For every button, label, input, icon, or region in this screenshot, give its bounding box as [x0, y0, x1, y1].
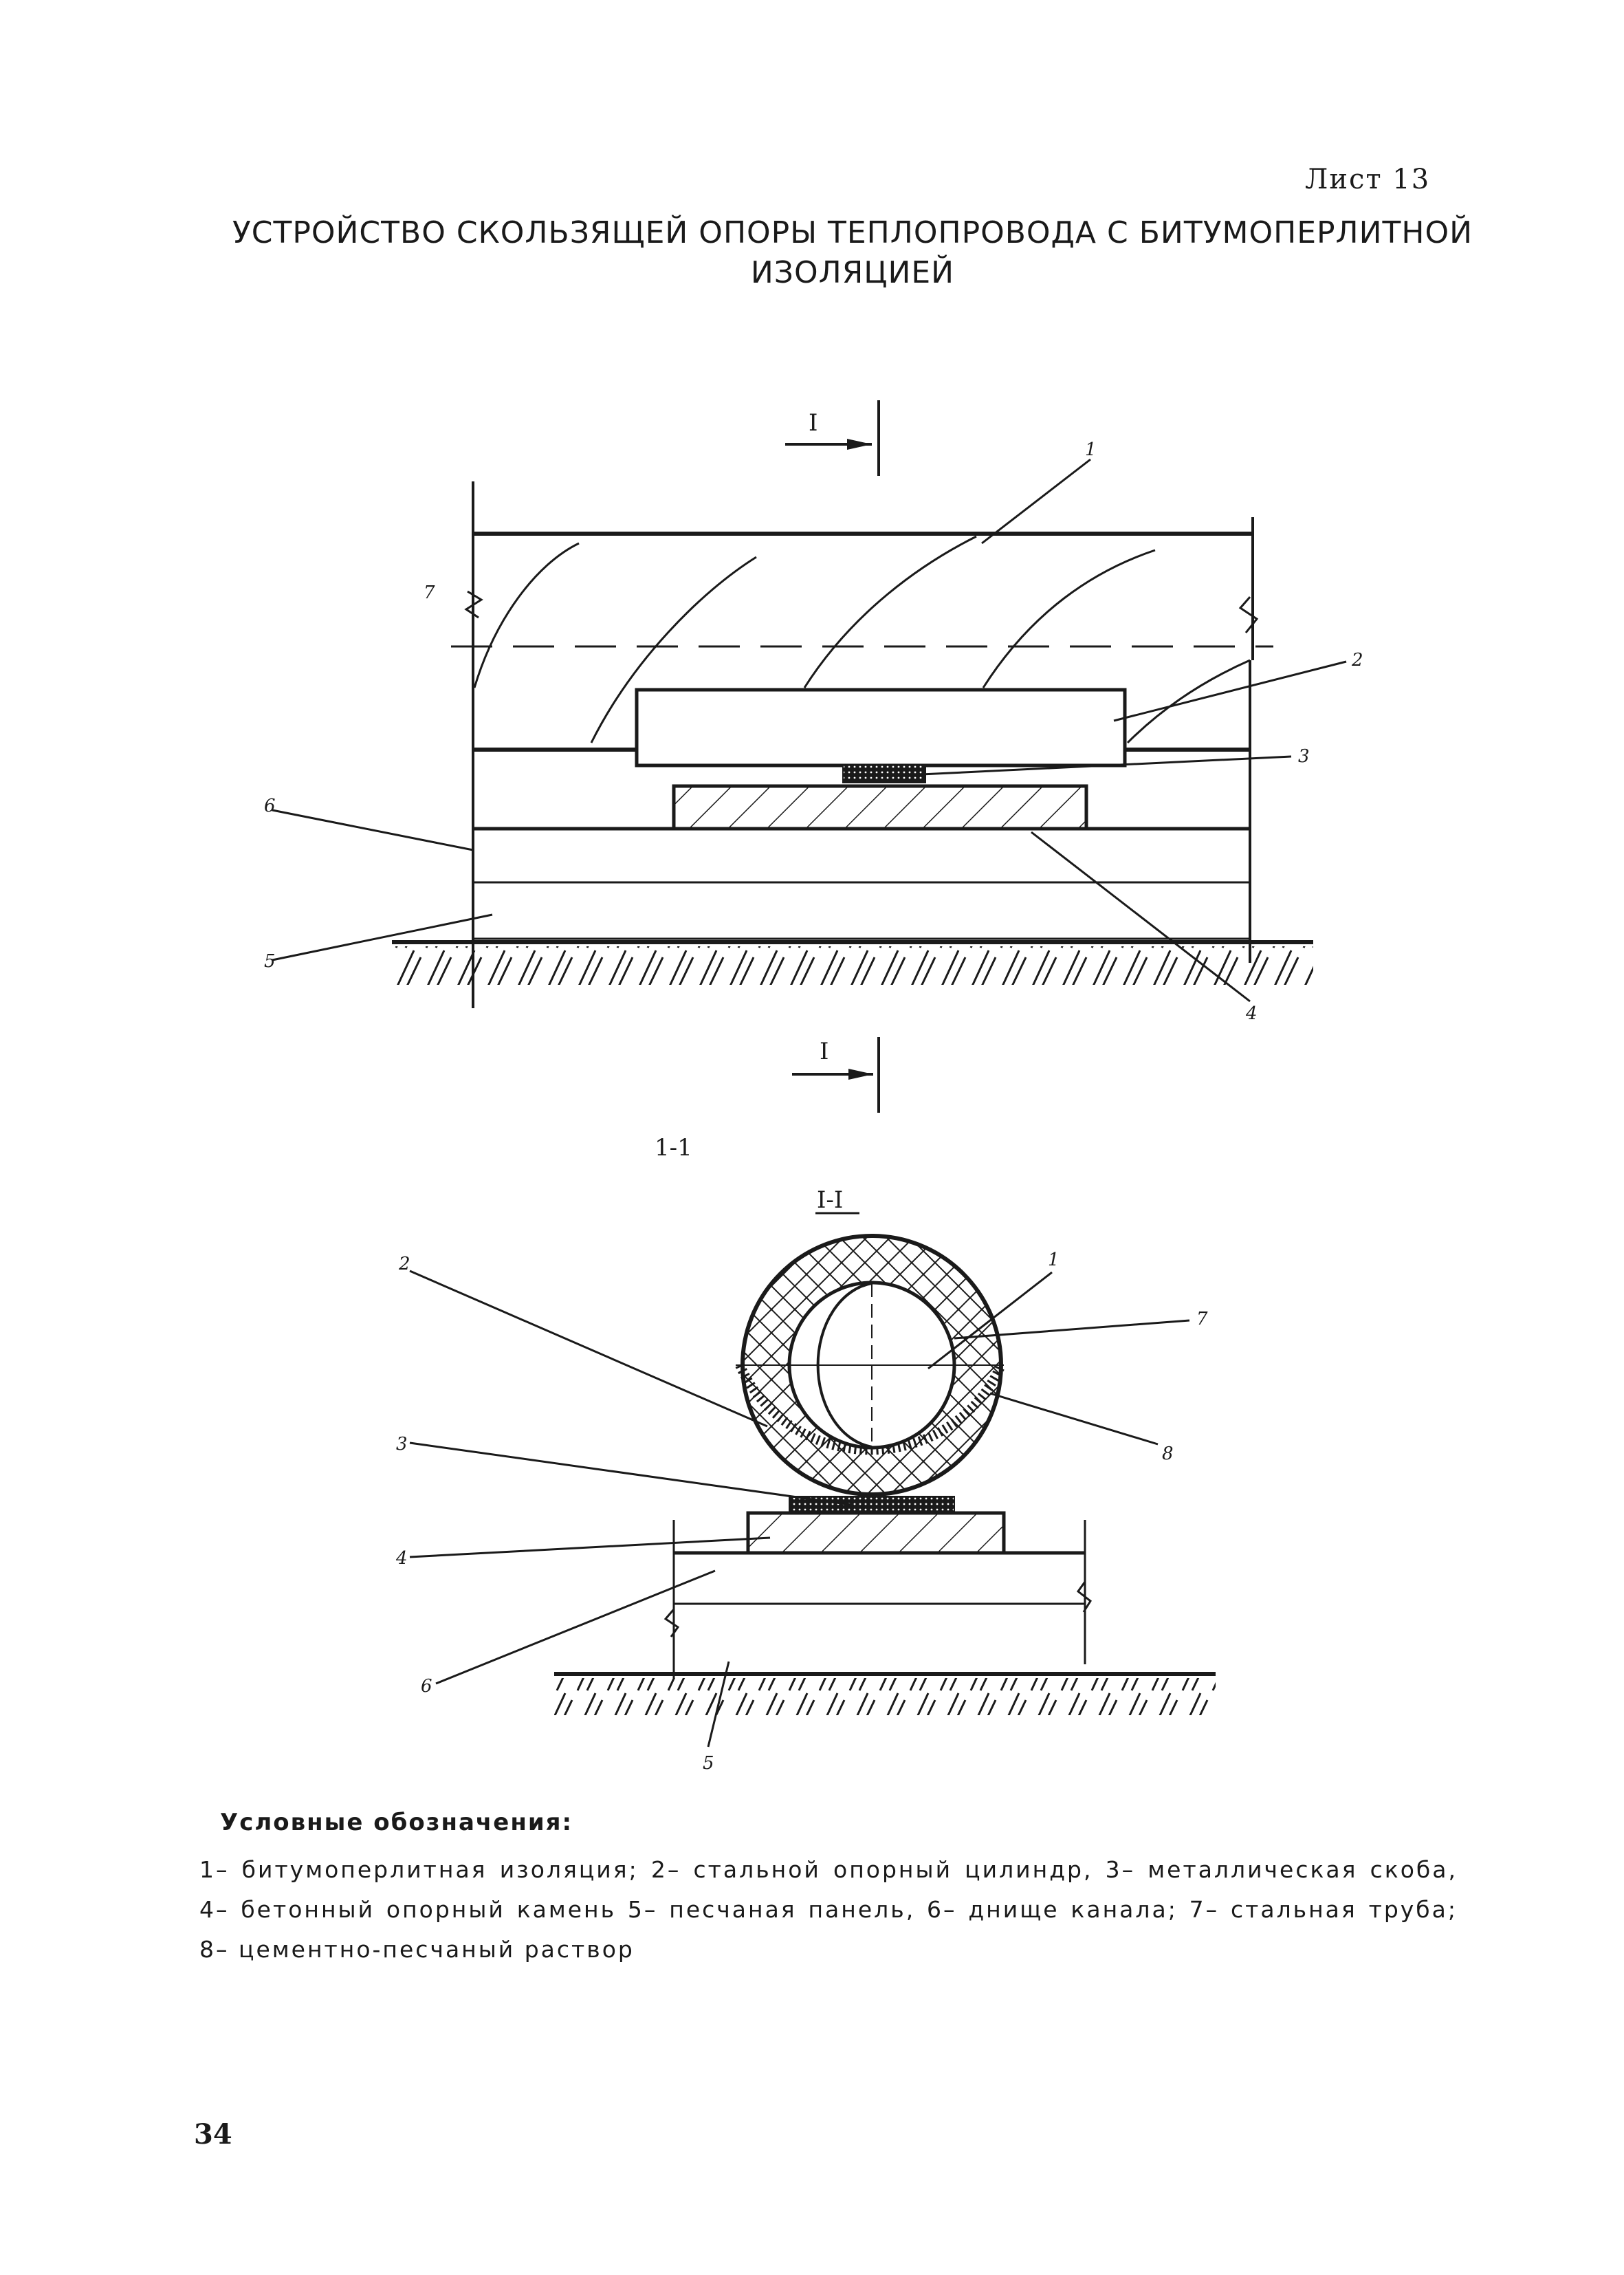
section-caption-underlined: I-I	[817, 1186, 843, 1214]
section-mark-bottom-label: I	[820, 1038, 829, 1065]
svg-text:8: 8	[1162, 1444, 1174, 1464]
sheet-label: Лист 13	[1305, 164, 1431, 195]
svg-text:7: 7	[1196, 1309, 1208, 1329]
side-view-labels: 1 2 3 4 5 6 7	[264, 439, 1363, 1024]
section-caption-plain: 1-1	[655, 1134, 692, 1162]
side-view	[392, 481, 1313, 1008]
section-mark-top: I	[785, 400, 880, 476]
svg-text:6: 6	[264, 796, 276, 816]
cross-section	[554, 1234, 1216, 1715]
svg-text:4: 4	[1245, 1003, 1258, 1024]
svg-text:3: 3	[1298, 746, 1310, 767]
svg-text:5: 5	[264, 951, 276, 972]
svg-text:3: 3	[396, 1434, 408, 1455]
svg-text:2: 2	[398, 1254, 410, 1274]
cross-section-leaders	[409, 1270, 1190, 1748]
page-number: 34	[194, 2118, 232, 2151]
legend-body: 1– битумоперлитная изоляция; 2– стальной…	[199, 1856, 1458, 1963]
legend-title: Условные обозначения:	[220, 1809, 573, 1836]
svg-text:4: 4	[395, 1548, 408, 1569]
svg-text:1: 1	[1085, 439, 1097, 460]
svg-text:2: 2	[1351, 650, 1363, 671]
svg-text:1: 1	[1048, 1250, 1060, 1270]
svg-text:7: 7	[424, 583, 435, 603]
section-mark-bottom: I	[792, 1037, 880, 1113]
page-title: УСТРОЙСТВО СКОЛЬЗЯЩЕЙ ОПОРЫ ТЕПЛОПРОВОДА…	[232, 215, 1473, 290]
side-view-leaders	[272, 458, 1347, 1003]
svg-text:5: 5	[703, 1753, 714, 1774]
section-mark-top-label: I	[809, 409, 818, 437]
svg-text:6: 6	[421, 1676, 432, 1697]
cross-section-labels: 1 2 3 4 5 6 7 8	[395, 1250, 1208, 1774]
